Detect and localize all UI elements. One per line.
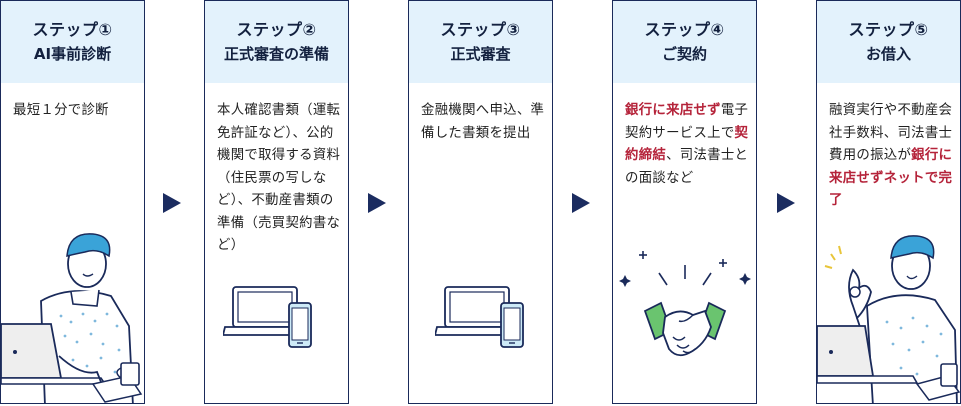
step-body: 銀行に来店せず電子契約サービス上で契約締結、司法書士との面談など (625, 100, 750, 190)
body-text: 金融機関へ申込、準備した書類を提出 (421, 103, 545, 141)
step-body: 最短１分で診断 (13, 100, 138, 123)
handshake-icon (619, 251, 751, 357)
step-header: ステップ① AI事前診断 (1, 1, 144, 83)
man-laptop-icon (1, 226, 144, 403)
step-card-5: ステップ⑤ お借入 融資実行や不動産会社手数料、司法書士費用の振込が銀行に来店せ… (816, 0, 961, 404)
man-ok-icon (817, 235, 960, 403)
laptop-phone-icon (435, 286, 524, 348)
step-arrow (572, 193, 590, 213)
step-arrow (163, 193, 181, 213)
step-title: ステップ① (32, 20, 113, 39)
step-header: ステップ③ 正式審査 (409, 1, 552, 83)
step-subtitle: 正式審査 (450, 45, 511, 63)
step-arrow (368, 193, 386, 213)
step-card-3: ステップ③ 正式審査 金融機関へ申込、準備した書類を提出 (408, 0, 553, 404)
laptop-phone-icon (223, 286, 312, 348)
step-body: 融資実行や不動産会社手数料、司法書士費用の振込が銀行に来店せずネットで完了 (829, 100, 954, 213)
step-title: ステップ③ (440, 20, 521, 39)
highlight-text: 契約締結 (625, 125, 749, 164)
step-body: 本人確認書類（運転免許証など）、公的機関で取得する資料（住民票の写しなど）、不動… (217, 100, 342, 258)
body-text: 電子契約サービス上で (625, 103, 749, 141)
step-arrow (777, 193, 795, 213)
body-text: 本人確認書類（運転免許証など）、公的機関で取得する資料（住民票の写しなど）、不動… (217, 103, 341, 253)
step-card-2: ステップ② 正式審査の準備 本人確認書類（運転免許証など）、公的機関で取得する資… (204, 0, 349, 404)
step-body: 金融機関へ申込、準備した書類を提出 (421, 100, 546, 145)
highlight-text: 銀行に来店せず (625, 103, 721, 118)
step-subtitle: ご契約 (661, 45, 707, 63)
step-header: ステップ② 正式審査の準備 (205, 1, 348, 83)
step-title: ステップ④ (644, 20, 725, 39)
body-text: 、司法書士との面談など (625, 148, 749, 186)
body-text: 最短１分で診断 (13, 103, 109, 118)
step-title: ステップ⑤ (848, 20, 929, 39)
step-card-4: ステップ④ ご契約 銀行に来店せず電子契約サービス上で契約締結、司法書士との面談… (612, 0, 757, 404)
step-card-1: ステップ① AI事前診断 最短１分で診断 (0, 0, 145, 404)
step-subtitle: AI事前診断 (33, 45, 112, 63)
body-text: 融資実行や不動産会社手数料、司法書士費用の振込が (829, 103, 953, 163)
step-subtitle: 正式審査の準備 (223, 45, 329, 63)
step-header: ステップ④ ご契約 (613, 1, 756, 83)
step-subtitle: お借入 (865, 45, 911, 63)
highlight-text: 銀行に来店せずネットで完了 (829, 148, 953, 208)
step-header: ステップ⑤ お借入 (817, 1, 960, 83)
step-title: ステップ② (236, 20, 317, 39)
